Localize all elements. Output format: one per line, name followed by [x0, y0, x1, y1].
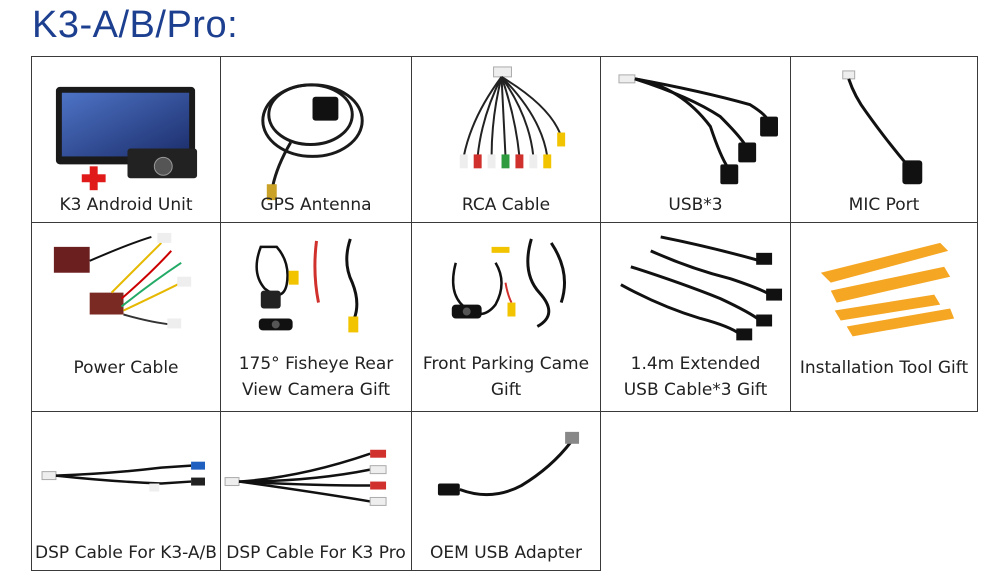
rear-camera-image [222, 224, 411, 411]
item-label: K3 Android Unit [59, 195, 193, 215]
dsp-cable-pro-image [222, 413, 411, 570]
front-camera-image [413, 224, 600, 411]
page-title: K3-A/B/Pro: [32, 4, 239, 46]
item-label: Installation Tool Gift [799, 358, 969, 378]
item-label: Power Cable [73, 358, 179, 378]
item-cell-rca-cable: RCA Cable [411, 56, 601, 223]
item-cell-power-cable: Power Cable [31, 222, 221, 412]
accessory-grid: K3 Android Unit GPS Antenna [31, 56, 978, 571]
item-label: USB*3 [668, 195, 723, 215]
mic-cable-image [792, 58, 977, 222]
item-cell-gps-antenna: GPS Antenna [220, 56, 412, 223]
item-label-line-1: 175° Fisheye Rear [238, 354, 394, 374]
item-label: MIC Port [848, 195, 920, 215]
dsp-cable-ab-image [33, 413, 220, 570]
item-cell-k3-android-unit: K3 Android Unit [31, 56, 221, 223]
item-label-line-2: Gift [490, 380, 522, 400]
gps-antenna-image [222, 58, 411, 222]
empty-cell [601, 412, 791, 571]
oem-usb-image [413, 413, 600, 570]
item-cell-usb3: USB*3 [600, 56, 791, 223]
extended-usb-image [602, 224, 790, 411]
item-label: DSP Cable For K3-A/B [35, 543, 217, 563]
usb-cable-image [602, 58, 790, 222]
item-label-line-2: USB Cable*3 Gift [623, 380, 768, 400]
item-cell-rear-camera: 175° Fisheye Rear View Camera Gift [220, 222, 412, 412]
item-label: GPS Antenna [260, 195, 372, 215]
item-label: RCA Cable [461, 195, 551, 215]
pry-tools-image [792, 224, 977, 411]
item-cell-dsp-cable-ab: DSP Cable For K3-A/B [31, 411, 221, 571]
item-label-line-1: Front Parking Came [422, 354, 590, 374]
item-label: OEM USB Adapter [430, 543, 582, 563]
empty-cell [791, 412, 978, 571]
item-cell-mic-port: MIC Port [790, 56, 978, 223]
item-cell-installation-tool: Installation Tool Gift [790, 222, 978, 412]
item-label-line-1: 1.4m Extended [630, 354, 761, 374]
item-label: DSP Cable For K3 Pro [226, 543, 406, 563]
item-cell-oem-usb-adapter: OEM USB Adapter [411, 411, 601, 571]
item-cell-front-camera: Front Parking Came Gift [411, 222, 601, 412]
item-label-line-2: View Camera Gift [241, 380, 391, 400]
power-cable-image [33, 224, 220, 411]
item-cell-dsp-cable-pro: DSP Cable For K3 Pro [220, 411, 412, 571]
head-unit-image [33, 58, 220, 222]
item-cell-extended-usb: 1.4m Extended USB Cable*3 Gift [600, 222, 791, 412]
rca-cable-image [413, 58, 600, 222]
